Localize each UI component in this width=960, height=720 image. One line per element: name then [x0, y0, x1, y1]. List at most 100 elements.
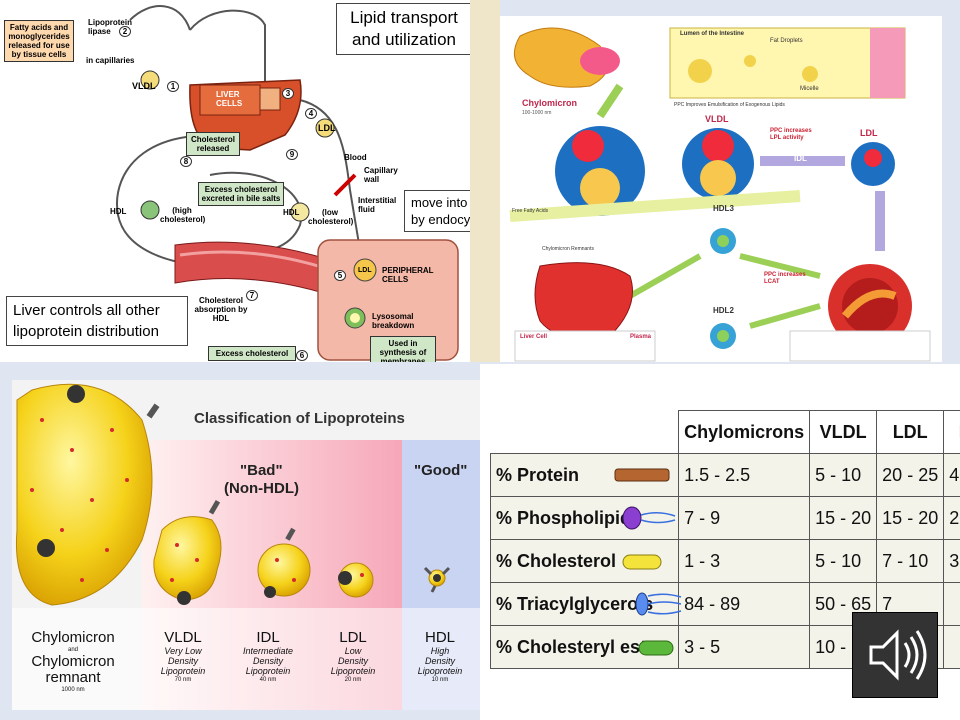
cholesterol-capsule-icon	[622, 554, 662, 570]
high-chol-label: (high cholesterol)	[160, 206, 206, 224]
caption-idl: IDL Intermediate Density Lipoprotein 40 …	[230, 630, 306, 684]
lipoprotein-metabolism-panel: Chylomicron 100-1000 nm Lumen of the Int…	[500, 16, 942, 362]
ldl-label: LDL	[318, 123, 336, 133]
cell: 5 - 10	[809, 453, 878, 497]
row-label-cholesterol: % Cholesterol	[489, 539, 680, 583]
fatty-acids-box: Fatty acids and monoglycerides released …	[4, 20, 74, 62]
liver-cells-label: LIVER CELLS	[216, 90, 243, 108]
caption-hdl-desc2: Density	[424, 656, 455, 666]
row-label-phospholipids: % Phospholipids	[489, 496, 680, 540]
caption-chylomicron-and: and	[67, 647, 78, 653]
caption-hdl: HDL High Density Lipoprotein 10 nm	[404, 630, 476, 684]
cell: 15 - 20	[809, 496, 878, 540]
micelle-label: Micelle	[800, 86, 819, 92]
classification-graphics	[12, 380, 480, 710]
used-in-synthesis-box: Used in synthesis of membranes	[370, 336, 436, 362]
blood-label: Blood	[344, 153, 367, 162]
cell: 1.5 - 2.5	[678, 453, 811, 497]
capillaries-label: in capillaries	[86, 56, 135, 65]
header-blank	[491, 411, 679, 454]
header-vldl: VLDL	[809, 410, 878, 454]
liver-cell-label: Liver Cell	[520, 334, 548, 340]
cell: 3 - 4	[943, 539, 960, 583]
lumen-label: Lumen of the Intestine	[680, 31, 745, 37]
chylomicron-label: Chylomicron	[522, 98, 578, 108]
step-9: 9	[286, 149, 298, 160]
row-label-cholesteryl-esters: % Cholesteryl esters	[489, 625, 680, 669]
caption-vldl-desc3: Lipoprotein	[160, 666, 206, 676]
absorption-label: Cholesterol absorption by HDL	[194, 296, 248, 323]
caption-vldl-desc1: Very Low	[164, 646, 202, 656]
table-header-row: Chylomicrons VLDL LDL HDL	[491, 410, 960, 454]
cholesteryl-ester-icon	[638, 640, 674, 656]
plasma-label: Plasma	[630, 334, 652, 340]
hdl3-label: HDL3	[713, 204, 734, 213]
row-label-text: % Triacylglycerols	[496, 593, 654, 614]
cell: 7 - 9	[678, 496, 811, 540]
table-row: % Cholesterol 1 - 3 5 - 10 7 - 10 3 - 4	[489, 539, 960, 583]
header-ldl: LDL	[876, 410, 945, 454]
capillary-wall-label: Capillary wall	[364, 166, 398, 184]
caption-chylomicron-name2: Chylomicron	[31, 653, 115, 670]
lipid-transport-panel: Lipid transport and utilization Fatty ac…	[0, 0, 470, 362]
good-label: "Good"	[414, 462, 468, 479]
step-5: 5	[334, 270, 346, 281]
classification-title: Classification of Lipoproteins	[194, 410, 405, 427]
table-row: % Protein 1.5 - 2.5 5 - 10 20 - 25 40 - …	[489, 453, 960, 497]
caption-chylomicron-name3: remnant	[45, 669, 101, 686]
cell: 7 - 10	[876, 539, 945, 583]
caption-hdl-size: 10 nm	[431, 677, 449, 683]
caption-chylomicron: Chylomicron and Chylomicron remnant 1000…	[14, 630, 132, 694]
phospholipid-icon	[622, 506, 676, 530]
step-1: 1	[167, 81, 179, 92]
cell: 20 - 25	[876, 453, 945, 497]
intestine-note: PPC Improves Emulsification of Exogenous…	[674, 102, 785, 108]
free-fatty-acids-label: Free Fatty Acids	[512, 208, 549, 214]
caption-vldl: VLDL Very Low Density Lipoprotein 70 nm	[148, 630, 218, 684]
caption-vldl-size: 70 nm	[174, 677, 192, 683]
cholesterol-released-box: Cholesterol released	[186, 132, 240, 156]
caption-ldl-size: 20 nm	[344, 677, 362, 683]
low-chol-label: (low cholesterol)	[308, 208, 354, 226]
caption-ldl-desc1: Low	[344, 646, 362, 656]
table-row: % Phospholipids 7 - 9 15 - 20 15 - 20 20…	[489, 496, 960, 540]
bad-label: "Bad"	[240, 462, 283, 479]
caption-vldl-desc2: Density	[167, 656, 198, 666]
caption-idl-name: IDL	[256, 629, 280, 646]
caption-idl-desc2: Density	[252, 656, 283, 666]
interstitial-label: Interstitial fluid	[358, 196, 397, 214]
parchment-strip	[470, 0, 500, 362]
title-box: Lipid transport and utilization	[336, 3, 470, 55]
row-label-text: % Cholesterol	[496, 550, 617, 571]
lipase-label: Lipoprotein lipase	[88, 18, 132, 36]
non-hdl-label: (Non-HDL)	[224, 480, 299, 497]
chylomicron-size: 100-1000 nm	[522, 110, 552, 116]
chylo-remnants-label: Chylomicron Remnants	[542, 246, 594, 252]
classification-panel: Classification of Lipoproteins "Bad" (No…	[12, 380, 480, 710]
row-label-text: % Protein	[496, 464, 580, 485]
caption-hdl-desc1: High	[430, 646, 450, 656]
header-hdl: HDL	[943, 410, 960, 454]
triacylglycerol-icon	[635, 592, 682, 616]
step-4: 4	[305, 108, 317, 119]
ldl-cell-label: LDL	[358, 267, 372, 274]
vldl-label: VLDL	[132, 81, 156, 91]
table-row: % Triacylglycerols 84 - 89 50 - 65 7	[489, 582, 960, 626]
metabolism-graphics	[509, 27, 931, 362]
speaker-glyph	[869, 629, 927, 681]
ppc-lcat-note: PPC increases LCAT	[764, 272, 806, 285]
step-7: 7	[246, 290, 258, 301]
caption-ldl: LDL Low Density Lipoprotein 20 nm	[318, 630, 388, 684]
row-label-text: % Cholesteryl esters	[496, 636, 674, 657]
caption-ldl-desc3: Lipoprotein	[330, 666, 376, 676]
step-2: 2	[119, 26, 131, 37]
caption-chylomicron-size: 1000 nm	[61, 687, 85, 693]
lysosomal-label: Lysosomal breakdown	[372, 312, 415, 330]
cell: 3 - 5	[678, 625, 811, 669]
liver-controls-callout: Liver controls all other lipoprotein dis…	[6, 296, 188, 346]
speaker-icon[interactable]	[852, 612, 938, 698]
hdl-left-label: HDL	[110, 207, 127, 216]
cell: 84 - 89	[678, 582, 811, 626]
excess-bile-box: Excess cholesterol excreted in bile salt…	[198, 182, 284, 206]
cell: 15 - 20	[876, 496, 945, 540]
